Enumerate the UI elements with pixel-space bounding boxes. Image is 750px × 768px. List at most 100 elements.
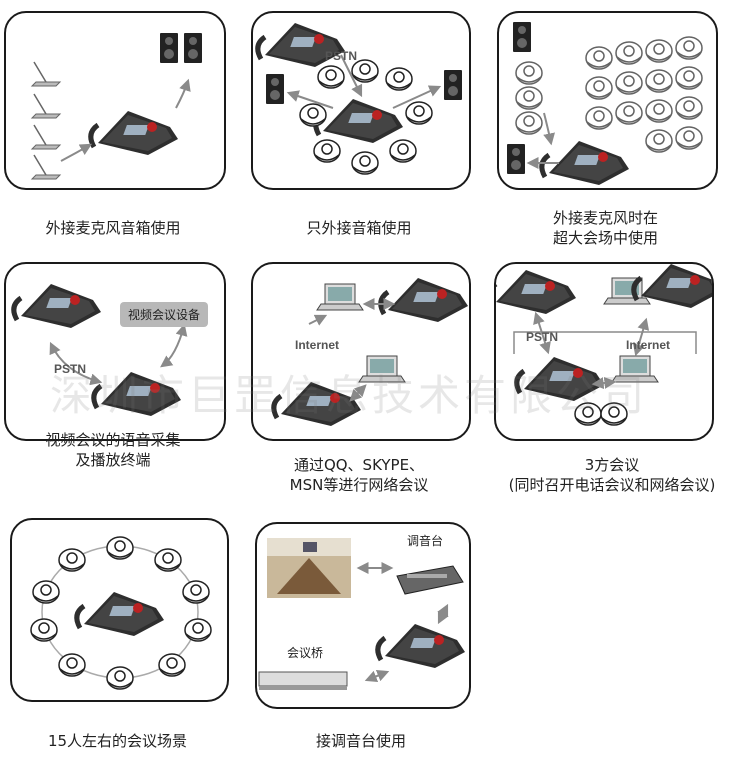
person-icon (158, 653, 186, 677)
person-icon (585, 46, 613, 70)
caption-panel-7: 15人左右的会议场景 (10, 731, 225, 751)
panel-large-venue (497, 11, 718, 190)
caption-panel-6: 3方会议 (同时召开电话会议和网络会议) (478, 455, 746, 495)
caption-line: 通过QQ、SKYPE、 (293, 456, 425, 474)
person-icon (184, 618, 212, 642)
person-icon (615, 41, 643, 65)
panel-three-party: PSTN Internet (494, 262, 714, 441)
speaker-icon (507, 144, 525, 174)
laptop-icon (611, 355, 659, 383)
person-icon (600, 402, 628, 426)
conference-phone-icon (381, 278, 468, 322)
speaker-icon (184, 33, 202, 63)
person-icon (515, 111, 543, 135)
person-icon (299, 103, 327, 127)
caption-panel-8: 接调音台使用 (255, 731, 467, 751)
panel-mixer: 调音台 会议桥 (255, 522, 471, 709)
caption-line: 只外接音箱使用 (306, 219, 412, 237)
conference-phone-icon (274, 382, 361, 426)
panel-6-illustration (494, 264, 712, 426)
conference-phone-icon (94, 372, 181, 416)
person-icon (351, 151, 379, 175)
person-icon (106, 666, 134, 690)
caption-line: (同时召开电话会议和网络会议) (508, 476, 716, 494)
panel-external-mic-speaker (4, 11, 226, 190)
speaker-icon (266, 74, 284, 104)
conference-bridge-label: 会议桥 (287, 646, 324, 660)
person-icon (675, 96, 703, 120)
person-icon (58, 548, 86, 572)
caption-panel-5: 通过QQ、SKYPE、 MSN等进行网络会议 (251, 455, 467, 495)
person-icon (645, 129, 673, 153)
audience-rows (515, 36, 703, 153)
person-icon (645, 99, 673, 123)
person-icon (585, 76, 613, 100)
caption-line: MSN等进行网络会议 (289, 476, 429, 494)
person-icon (58, 653, 86, 677)
panel-4-illustration (6, 264, 188, 439)
caption-line: 视频会议的语音采集 (45, 431, 181, 449)
person-icon (351, 59, 379, 83)
person-icon (106, 536, 134, 560)
person-icon (405, 101, 433, 125)
internet-label: Internet (626, 338, 671, 352)
conference-room-photo (267, 538, 351, 598)
pstn-label: PSTN (325, 49, 358, 63)
conference-phone-icon (91, 111, 178, 155)
caption-line: 超大会场中使用 (552, 229, 658, 247)
speaker-icon (160, 33, 178, 63)
conference-phone-icon (14, 284, 101, 328)
speaker-icon (513, 22, 531, 52)
conference-phone-icon (77, 592, 164, 636)
microphone-icon (31, 124, 61, 150)
caption-panel-1: 外接麦克风音箱使用 (4, 218, 222, 238)
person-icon (585, 106, 613, 130)
panel-speaker-only: PSTN (251, 11, 471, 190)
person-icon (389, 139, 417, 163)
caption-line: 及播放终端 (75, 451, 151, 469)
caption-line: 外接麦克风时在 (552, 209, 658, 227)
speaker-icon (444, 70, 462, 100)
person-icon (515, 61, 543, 85)
pstn-label: PSTN (54, 362, 87, 376)
person-icon (574, 402, 602, 426)
panel-internet-conference: Internet (251, 262, 471, 441)
person-icon (385, 67, 413, 91)
person-icon (313, 139, 341, 163)
microphone-icon (31, 154, 61, 180)
person-icon (675, 36, 703, 60)
laptop-icon (358, 355, 406, 383)
internet-label: Internet (295, 338, 340, 352)
person-icon (30, 618, 58, 642)
mixer-label: 调音台 (407, 534, 444, 548)
conference-phone-icon (378, 624, 465, 668)
conference-phone-icon (494, 270, 576, 314)
panel-1-illustration (31, 33, 202, 180)
person-icon (675, 66, 703, 90)
video-conference-device-box: 视频会议设备 (120, 302, 209, 327)
person-icon (645, 69, 673, 93)
person-icon (615, 71, 643, 95)
person-icon (317, 65, 345, 89)
caption-panel-3: 外接麦克风时在 超大会场中使用 (497, 208, 714, 248)
pstn-label: PSTN (526, 330, 559, 344)
caption-panel-4: 视频会议的语音采集 及播放终端 (4, 430, 222, 470)
conference-bridge-icon (258, 671, 348, 690)
person-icon (154, 548, 182, 572)
caption-line: 外接麦克风音箱使用 (45, 219, 181, 237)
laptop-icon (316, 283, 364, 311)
microphone-icon (31, 93, 61, 119)
panel-2-illustration (253, 13, 462, 175)
person-icon (645, 39, 673, 63)
laptop-icon (603, 277, 651, 305)
person-icon (515, 86, 543, 110)
panel-3-illustration (507, 22, 703, 188)
panel-video-conference: PSTN 视频会议设备 (4, 262, 226, 441)
person-icon (675, 126, 703, 150)
panel-7-illustration (30, 536, 212, 690)
panel-fifteen-person (10, 518, 229, 702)
panel-5-illustration (253, 264, 469, 439)
conference-phone-icon (517, 357, 604, 401)
caption-panel-2: 只外接音箱使用 (251, 218, 467, 238)
person-icon (615, 101, 643, 125)
